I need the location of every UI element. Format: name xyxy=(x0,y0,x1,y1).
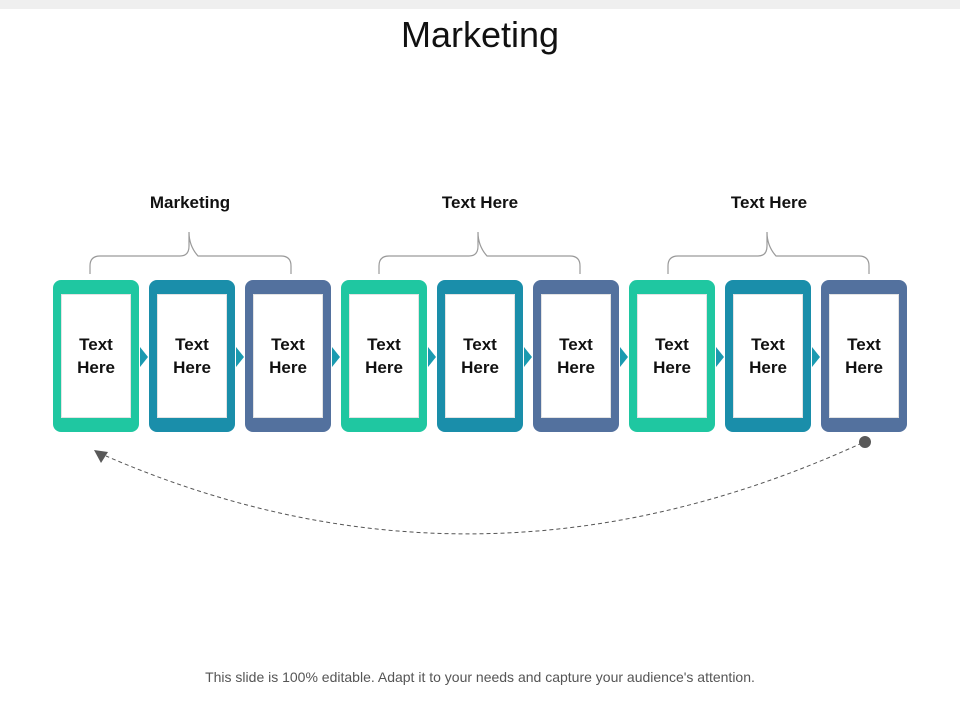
brace-1 xyxy=(89,231,292,274)
card-text-line2: Here xyxy=(461,358,499,377)
card-text-line1: Text xyxy=(175,335,209,354)
connector-arrow-icon xyxy=(524,347,532,367)
card-text-line2: Here xyxy=(365,358,403,377)
brace-2 xyxy=(378,231,581,274)
card-text-line1: Text xyxy=(367,335,401,354)
card-text-line2: Here xyxy=(173,358,211,377)
card-text-line2: Here xyxy=(845,358,883,377)
connector-arrow-icon xyxy=(332,347,340,367)
card-text-line1: Text xyxy=(847,335,881,354)
card-text-line2: Here xyxy=(269,358,307,377)
cycle-dashed-line xyxy=(105,442,863,535)
connector-arrow-icon xyxy=(620,347,628,367)
group-label-3: Text Here xyxy=(730,193,808,212)
card-text-line2: Here xyxy=(749,358,787,377)
slide-title: Marketing xyxy=(400,14,560,55)
footer-note: This slide is 100% editable. Adapt it to… xyxy=(205,669,755,685)
card-text-line1: Text xyxy=(655,335,689,354)
card-text-line1: Text xyxy=(463,335,497,354)
card-text-line1: Text xyxy=(79,335,113,354)
card-text-line1: Text xyxy=(271,335,305,354)
group-label-1: Marketing xyxy=(149,193,231,212)
connector-arrow-icon xyxy=(236,347,244,367)
card-text-line1: Text xyxy=(559,335,593,354)
connector-arrow-icon xyxy=(812,347,820,367)
top-strip xyxy=(0,0,960,9)
cycle-arrowhead-icon xyxy=(94,450,108,463)
card-text-line2: Here xyxy=(77,358,115,377)
group-label-2: Text Here xyxy=(441,193,519,212)
brace-3 xyxy=(667,231,870,274)
cycle-start-dot-icon xyxy=(859,436,871,448)
connector-arrow-icon xyxy=(716,347,724,367)
connector-arrow-icon xyxy=(140,347,148,367)
card-text-line2: Here xyxy=(653,358,691,377)
connector-arrow-icon xyxy=(428,347,436,367)
card-text-line1: Text xyxy=(751,335,785,354)
card-text-line2: Here xyxy=(557,358,595,377)
